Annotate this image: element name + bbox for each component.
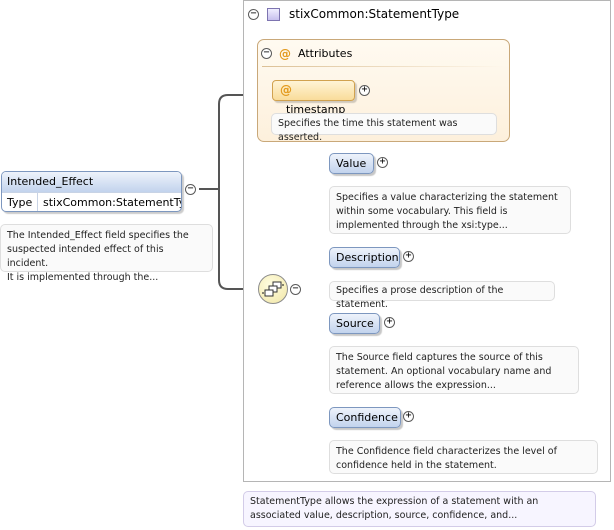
- complex-type-documentation: StatementType allows the expression of a…: [243, 491, 596, 527]
- timestamp-documentation: Specifies the time this statement was as…: [271, 113, 497, 143]
- value-doc-line: Specifies a value characterizing the sta…: [336, 192, 558, 203]
- value-documentation: Specifies a value characterizing the sta…: [329, 186, 571, 234]
- timestamp-attribute[interactable]: @ timestamp: [272, 80, 355, 116]
- element-collapse-toggle[interactable]: −: [185, 184, 196, 195]
- intended-effect-name: Intended_Effect: [2, 172, 181, 192]
- confidence-documentation: The Confidence field characterizes the l…: [329, 440, 598, 474]
- source-expand-toggle[interactable]: +: [384, 317, 395, 328]
- sequence-compositor[interactable]: [258, 274, 288, 304]
- description-expand-toggle[interactable]: +: [403, 251, 414, 262]
- element-type-value: stixCommon:StatementType: [38, 192, 181, 211]
- value-element[interactable]: Value: [329, 153, 374, 174]
- source-element[interactable]: Source: [329, 313, 380, 334]
- type-collapse-toggle[interactable]: −: [248, 9, 259, 20]
- confidence-doc-line: The Confidence field characterizes the l…: [336, 446, 557, 457]
- intended-effect-doc-line: The Intended_Effect field specifies the: [7, 230, 189, 241]
- timestamp-attribute-label: timestamp: [286, 103, 346, 116]
- attributes-divider: [262, 66, 504, 67]
- intended-effect-documentation: The Intended_Effect field specifies the …: [0, 224, 213, 283]
- source-doc-line: The Source field captures the source of …: [336, 352, 543, 363]
- source-doc-line: reference allows the expression...: [336, 380, 496, 391]
- timestamp-expand-toggle[interactable]: +: [359, 85, 370, 96]
- intended-effect-element[interactable]: Intended_Effect Type stixCommon:Statemen…: [1, 171, 182, 212]
- intended-effect-doc-line: suspected intended effect of this incide…: [7, 244, 164, 269]
- confidence-element[interactable]: Confidence: [329, 407, 401, 428]
- attributes-collapse-toggle[interactable]: −: [261, 48, 272, 59]
- confidence-expand-toggle[interactable]: +: [403, 411, 414, 422]
- attribute-icon: @: [279, 47, 291, 61]
- complex-type-icon: [267, 8, 280, 21]
- source-documentation: The Source field captures the source of …: [329, 346, 579, 394]
- intended-effect-doc-line: It is implemented through the...: [7, 272, 159, 283]
- description-doc-line: Specifies a prose description of the sta…: [336, 285, 504, 310]
- description-documentation: Specifies a prose description of the sta…: [329, 281, 555, 310]
- sequence-collapse-toggle[interactable]: −: [290, 284, 301, 295]
- value-doc-line: within some vocabulary. This field is: [336, 206, 508, 217]
- value-expand-toggle[interactable]: +: [377, 157, 388, 168]
- sequence-icon: [262, 281, 284, 297]
- attribute-icon: @: [280, 83, 292, 97]
- value-doc-line: implemented through the xsi:type...: [336, 220, 508, 231]
- complex-type-title: stixCommon:StatementType: [289, 7, 460, 21]
- element-type-label: Type: [2, 192, 38, 211]
- confidence-doc-line: confidence held in the statement.: [336, 460, 497, 471]
- description-element[interactable]: Description: [329, 247, 400, 268]
- source-doc-line: statement. An optional vocabulary name a…: [336, 366, 552, 377]
- attributes-title: Attributes: [298, 47, 353, 60]
